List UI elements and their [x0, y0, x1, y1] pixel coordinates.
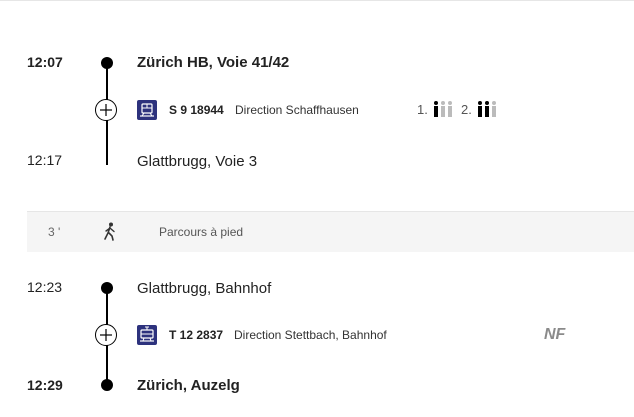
walk-section [27, 211, 634, 252]
direction-text: Direction Stettbach, Bahnhof [234, 328, 387, 342]
occupancy-icon [478, 101, 496, 117]
plus-icon [100, 104, 112, 116]
tram-icon [137, 325, 157, 345]
arrival-stop: Zürich, Auzelg [137, 377, 240, 394]
top-divider [0, 0, 634, 1]
train-icon [137, 100, 157, 120]
expand-stops-button[interactable] [95, 324, 117, 346]
arrival-time: 12:17 [27, 152, 63, 168]
plus-icon [100, 329, 112, 341]
stop-dot [101, 379, 113, 391]
departure-stop: Glattbrugg, Bahnhof [137, 280, 272, 297]
line-number: T 12 2837 [169, 328, 224, 342]
pedestrian-icon [104, 222, 115, 241]
departure-time: 12:07 [27, 54, 63, 70]
occupancy-icon [434, 101, 452, 117]
expand-stops-button[interactable] [95, 99, 117, 121]
walk-label: Parcours à pied [159, 225, 244, 239]
stop-dot [101, 57, 113, 69]
arrival-stop: Glattbrugg, Voie 3 [137, 153, 258, 170]
low-floor-badge: NF [544, 326, 566, 343]
arrival-time: 12:29 [27, 377, 63, 393]
direction-text: Direction Schaffhausen [235, 103, 359, 117]
walk-duration: 3 ' [48, 225, 61, 239]
stop-dot [101, 282, 113, 294]
departure-stop: Zürich HB, Voie 41/42 [137, 54, 290, 71]
line-number: S 9 18944 [169, 103, 224, 117]
departure-time: 12:23 [27, 279, 63, 295]
